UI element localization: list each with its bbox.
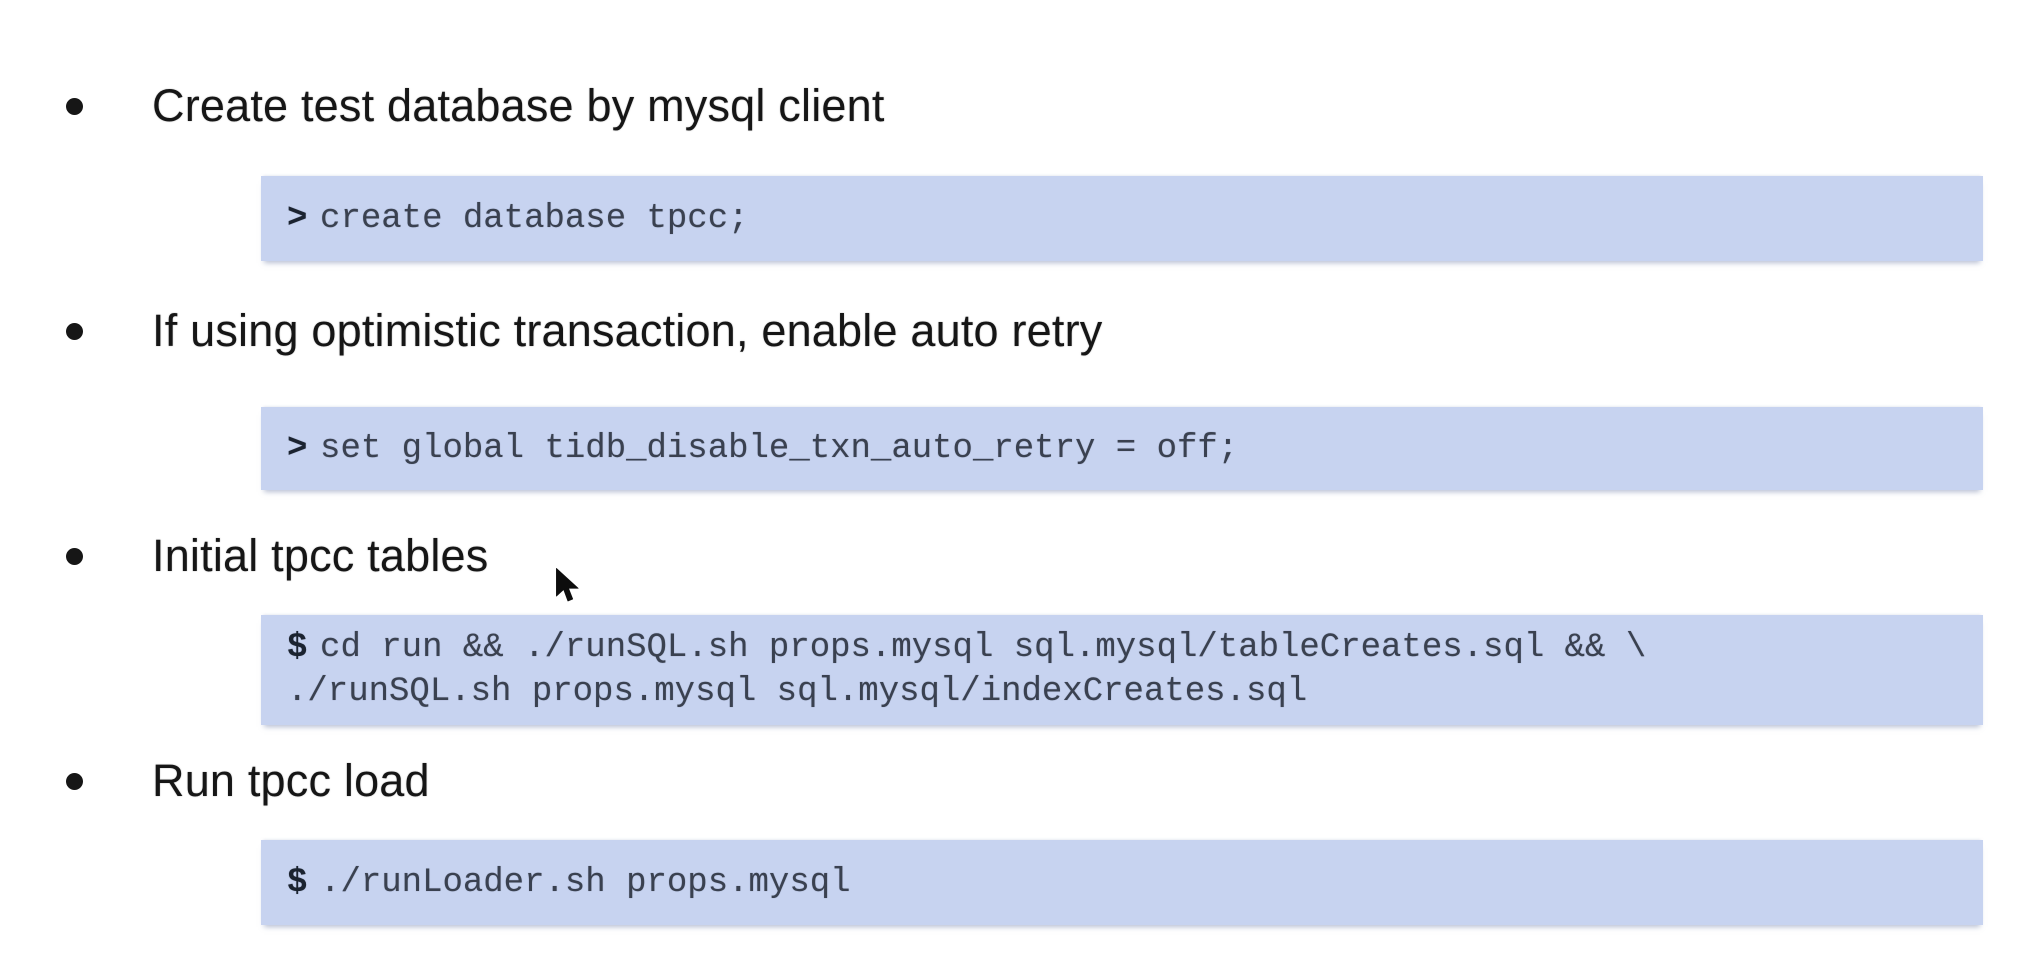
bullet-item-create-database: Create test database by mysql client (0, 78, 1900, 134)
code-block-initial-tables: $ cd run && ./runSQL.sh props.mysql sql.m… (261, 615, 1983, 725)
code-text: cd run && ./runSQL.sh props.mysql sql.my… (320, 629, 1647, 667)
shell-prompt: $ (287, 863, 308, 902)
bullet-dot-icon (66, 772, 83, 790)
code-text: ./runSQL.sh props.mysql sql.mysql/indexC… (287, 673, 1308, 711)
shell-prompt: $ (287, 629, 308, 667)
mouse-pointer-icon (556, 568, 579, 602)
bullet-label: If using optimistic transaction, enable … (152, 305, 1103, 356)
code-block-run-load: $ ./runLoader.sh props.mysql (261, 840, 1983, 925)
code-text: set global tidb_disable_txn_auto_retry =… (320, 429, 1239, 468)
shell-prompt: > (287, 429, 308, 468)
code-line: $ cd run && ./runSQL.sh props.mysql sql.m… (287, 626, 1983, 670)
bullet-label: Initial tpcc tables (152, 530, 489, 581)
bullet-label: Create test database by mysql client (152, 80, 885, 131)
bullet-item-initial-tables: Initial tpcc tables (0, 528, 1900, 584)
code-block-auto-retry: > set global tidb_disable_txn_auto_retry … (261, 407, 1983, 490)
bullet-dot-icon (66, 97, 83, 115)
bullet-dot-icon (66, 322, 83, 340)
bullet-dot-icon (66, 547, 83, 565)
bullet-item-auto-retry: If using optimistic transaction, enable … (0, 303, 1900, 359)
code-text: ./runLoader.sh props.mysql (320, 863, 851, 902)
code-line: $ ./runLoader.sh props.mysql (287, 861, 1983, 905)
bullet-label: Run tpcc load (152, 755, 430, 806)
shell-prompt: > (287, 199, 308, 238)
code-line: > create database tpcc; (287, 197, 1983, 241)
code-text: create database tpcc; (320, 199, 749, 238)
bullet-item-run-load: Run tpcc load (0, 753, 1900, 809)
code-line: ./runSQL.sh props.mysql sql.mysql/indexC… (287, 670, 1983, 714)
code-block-create-database: > create database tpcc; (261, 176, 1983, 261)
code-line: > set global tidb_disable_txn_auto_retry … (287, 427, 1983, 471)
